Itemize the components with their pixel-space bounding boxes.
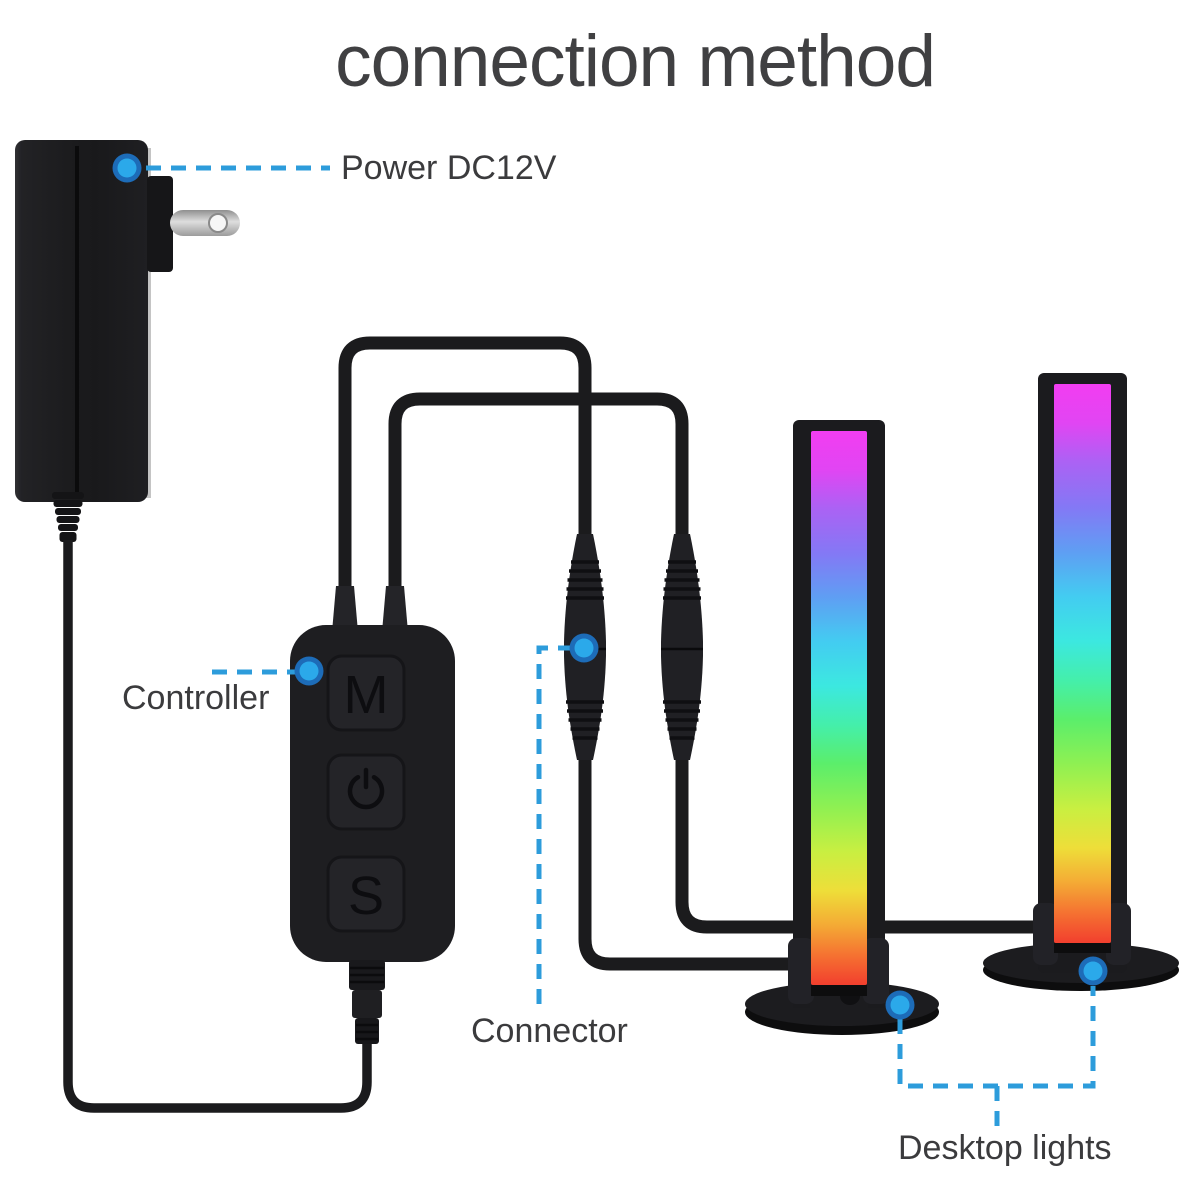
controller-device: M S bbox=[290, 586, 455, 1044]
page-title: connection method bbox=[335, 21, 936, 102]
speed-button-label: S bbox=[348, 866, 384, 926]
controller-strain-relief-right bbox=[382, 586, 408, 632]
prong-hole bbox=[208, 213, 228, 233]
callout-dot-right-light bbox=[1078, 956, 1108, 986]
desktop-lights-label: Desktop lights bbox=[898, 1129, 1112, 1167]
power-cable bbox=[63, 540, 372, 1113]
adapter-body bbox=[15, 140, 148, 502]
speed-button: S bbox=[326, 855, 406, 933]
adapter-strain-relief bbox=[52, 492, 84, 542]
dc-jack bbox=[349, 960, 385, 1044]
us-plug-prong bbox=[170, 210, 240, 236]
power-icon bbox=[347, 767, 385, 810]
connector-label: Connector bbox=[471, 1012, 628, 1050]
controller-label: Controller bbox=[122, 679, 270, 717]
power-adapter bbox=[15, 140, 240, 542]
callout-dot-power bbox=[112, 153, 142, 183]
power-label: Power DC12V bbox=[341, 149, 557, 187]
cable-to-left-light bbox=[338, 336, 802, 971]
rgb-panel-right bbox=[1054, 384, 1111, 943]
callout-line-connector bbox=[536, 645, 573, 1006]
desktop-light-left bbox=[745, 420, 939, 1035]
rgb-panel-left bbox=[811, 431, 867, 985]
plug-housing bbox=[147, 176, 173, 272]
power-button bbox=[326, 753, 406, 831]
desktop-light-right bbox=[983, 373, 1179, 991]
mode-button: M bbox=[326, 654, 406, 732]
mode-button-label: M bbox=[344, 665, 389, 725]
controller-strain-relief-left bbox=[332, 586, 358, 632]
cable-to-right-light bbox=[388, 392, 1050, 934]
inline-connector-right bbox=[659, 532, 705, 762]
callout-dot-left-light bbox=[885, 990, 915, 1020]
callout-dot-connector bbox=[569, 633, 599, 663]
callout-dot-controller bbox=[294, 656, 324, 686]
